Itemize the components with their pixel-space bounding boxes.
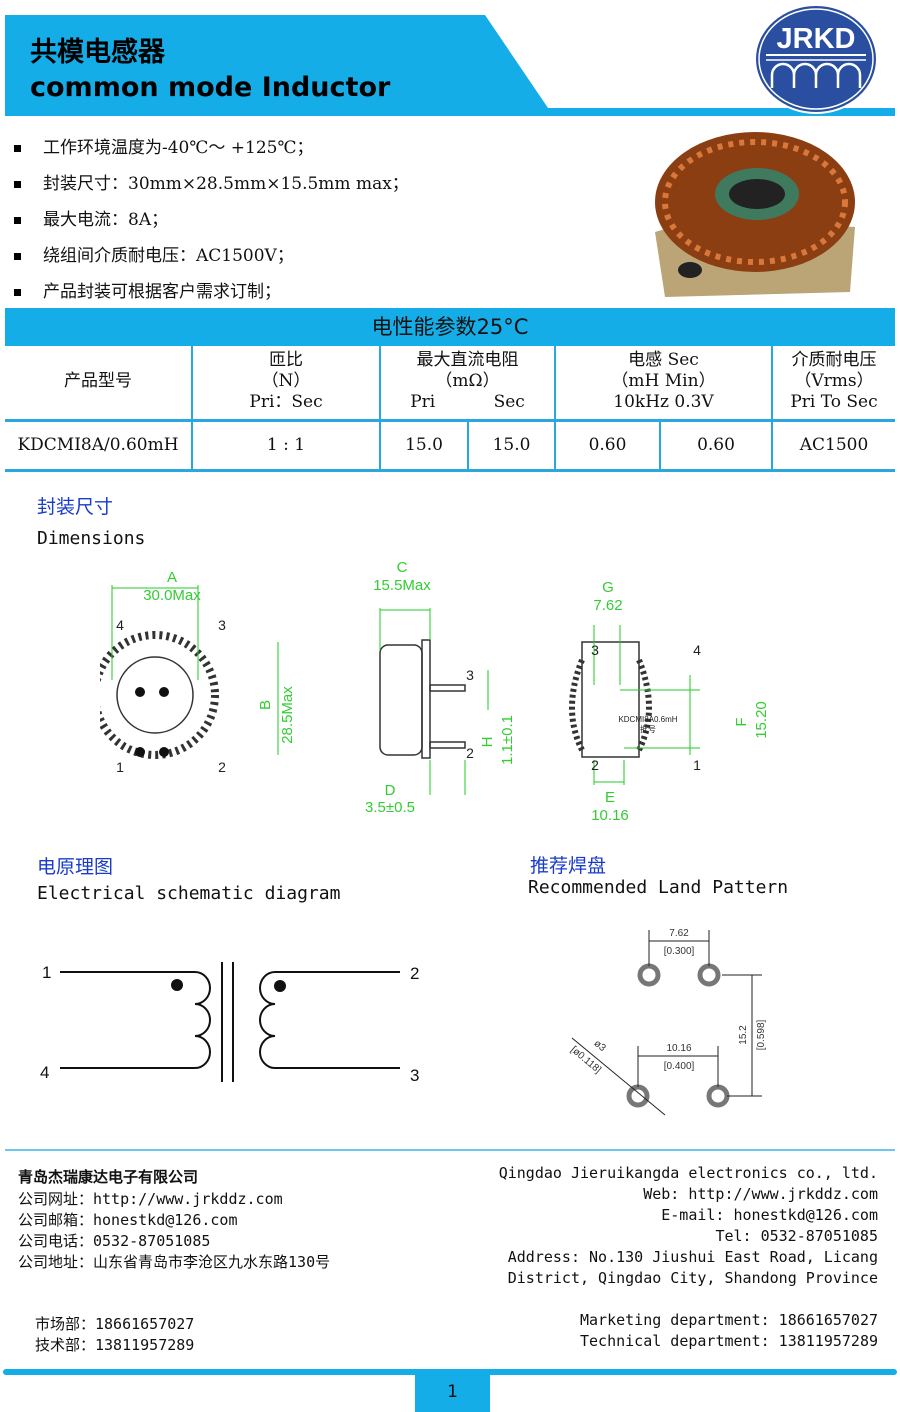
svg-text:3: 3 [466, 667, 474, 683]
svg-text:KDCMI8A0.6mH: KDCMI8A0.6mH [618, 715, 677, 724]
addr-en-1: Address: No.130 Jiushui East Road, Lican… [507, 1248, 878, 1266]
svg-text:15.20: 15.20 [753, 701, 770, 739]
feature-item: 工作环境温度为-40℃～ +125℃； [14, 133, 314, 158]
mail-cn: 公司邮箱：honestkd@126.com [18, 1211, 238, 1229]
svg-text:4: 4 [116, 617, 124, 633]
cell-ind-1: 0.60 [554, 420, 660, 472]
feature-item: 最大电流：8A； [14, 205, 168, 230]
land-title-cn: 推荐焊盘 [530, 855, 607, 877]
title-en: common mode Inductor [30, 72, 391, 103]
jrkd-logo: JRKD [754, 4, 878, 114]
cell-hipot: AC1500 [771, 420, 895, 472]
marketing-en: Marketing department: 18661657027 [579, 1311, 878, 1329]
cell-ratio: 1 : 1 [191, 420, 380, 472]
svg-text:D: D [385, 782, 396, 799]
svg-text:3: 3 [410, 1066, 419, 1085]
feature-item: 产品封装可根据客户需求订制； [14, 277, 281, 302]
cell-dcr-pri: 15.0 [379, 420, 468, 472]
th-hipot: 介质耐电压（Vrms）Pri To Sec [771, 345, 895, 422]
web-en: Web: http://www.jrkddz.com [643, 1185, 878, 1203]
dimensions-title-en: Dimensions [37, 528, 146, 549]
svg-text:3: 3 [218, 617, 226, 633]
svg-text:7.62: 7.62 [669, 928, 689, 939]
technical-en: Technical department: 13811957289 [579, 1332, 878, 1350]
cell-ind-2: 0.60 [659, 420, 772, 472]
svg-text:2: 2 [218, 759, 226, 775]
title-cn: 共模电感器 [30, 37, 165, 68]
technical-cn: 技术部：13811957289 [35, 1336, 195, 1354]
svg-text:JRKD: JRKD [777, 23, 856, 55]
product-photo [655, 132, 855, 297]
table-row: KDCMI8A/0.60mH 1 : 1 15.0 15.0 0.60 0.60… [5, 420, 895, 472]
tel-en: Tel: 0532-87051085 [715, 1227, 878, 1245]
svg-text:1: 1 [693, 757, 701, 773]
svg-text:30.0Max: 30.0Max [143, 587, 201, 604]
feature-item: 绕组间介质耐电压：AC1500V； [14, 241, 294, 266]
svg-text:10.16: 10.16 [591, 807, 629, 824]
schematic-title-cn: 电原理图 [37, 856, 114, 878]
schematic-diagram: 1 2 3 4 [40, 962, 419, 1085]
svg-text:4: 4 [693, 642, 701, 658]
svg-text:G: G [602, 579, 614, 596]
svg-text:15.2: 15.2 [738, 1025, 749, 1045]
land-title-en: Recommended Land Pattern [528, 877, 789, 898]
svg-text:4: 4 [40, 1063, 49, 1082]
svg-text:[0.400]: [0.400] [664, 1061, 695, 1072]
footer-divider [5, 1149, 895, 1151]
svg-text:C: C [397, 560, 408, 576]
th-ratio: 匝比（N）Pri：Sec [191, 345, 380, 422]
web-cn: 公司网址：http://www.jrkddz.com [18, 1190, 283, 1208]
svg-text:[0.300]: [0.300] [664, 946, 695, 957]
svg-text:1: 1 [42, 963, 51, 982]
marketing-cn: 市场部：18661657027 [35, 1315, 195, 1333]
dimensions-title-cn: 封装尺寸 [37, 496, 114, 518]
svg-text:H: H [479, 737, 496, 748]
svg-text:3.5±0.5: 3.5±0.5 [365, 799, 415, 816]
bottom-bar [3, 1369, 897, 1375]
addr-cn: 公司地址：山东省青岛市李沧区九水东路130号 [18, 1253, 331, 1271]
svg-text:1: 1 [116, 759, 124, 775]
svg-text:E: E [605, 789, 615, 806]
header-banner [5, 15, 895, 116]
company-cn: 青岛杰瑞康达电子有限公司 [18, 1168, 199, 1186]
svg-text:15.5Max: 15.5Max [373, 577, 431, 594]
tel-cn: 公司电话：0532-87051085 [18, 1232, 211, 1250]
schematic-title-en: Electrical schematic diagram [37, 883, 341, 904]
th-model: 产品型号 [5, 345, 192, 422]
svg-text:2: 2 [410, 964, 419, 983]
svg-text:2: 2 [591, 757, 599, 773]
svg-text:3: 3 [591, 642, 599, 658]
svg-text:10.16: 10.16 [666, 1043, 691, 1054]
svg-text:1.1±0.1: 1.1±0.1 [499, 715, 516, 765]
addr-en-2: District, Qingdao City, Shandong Provinc… [507, 1269, 878, 1287]
company-en: Qingdao Jieruikangda electronics co., lt… [498, 1164, 878, 1182]
land-pattern-drawing: 7.62[0.300] 10.16[0.400] 15.2[0.598] ø3[… [568, 928, 767, 1116]
svg-text:7.62: 7.62 [593, 597, 622, 614]
page-number: 1 [415, 1374, 490, 1412]
mail-en: E-mail: honestkd@126.com [661, 1206, 878, 1224]
svg-text:A: A [167, 569, 177, 586]
feature-item: 封装尺寸：30mm×28.5mm×15.5mm max； [14, 169, 409, 194]
svg-text:[0.598]: [0.598] [756, 1019, 767, 1050]
cell-model: KDCMI8A/0.60mH [5, 420, 192, 472]
cell-dcr-sec: 15.0 [467, 420, 555, 472]
th-inductance: 电感 Sec（mH Min）10kHz 0.3V [554, 345, 772, 422]
svg-text:F: F [733, 717, 750, 726]
svg-text:批号: 批号 [640, 724, 656, 734]
svg-text:2: 2 [466, 745, 474, 761]
svg-text:B: B [257, 700, 274, 710]
svg-text:28.5Max: 28.5Max [279, 686, 296, 744]
svg-text:ø3: ø3 [592, 1038, 608, 1054]
table-title: 电性能参数25°C [5, 308, 895, 346]
